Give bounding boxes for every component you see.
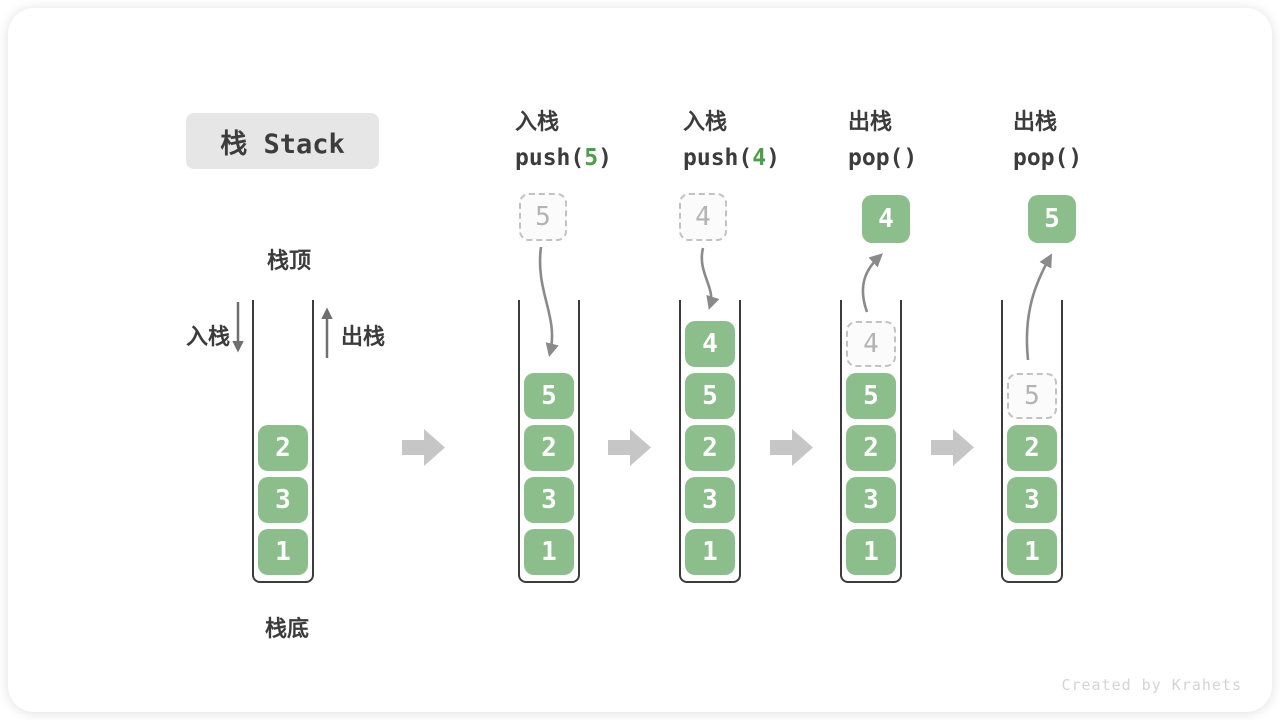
op-push5-code: push(5): [515, 145, 685, 171]
op-push5-code-pre: push(: [515, 145, 585, 171]
stack-item: 2: [685, 425, 735, 471]
stack-item: 2: [258, 425, 308, 471]
op-pop5-code: pop(): [1013, 145, 1083, 171]
stack-item: 5: [846, 373, 896, 419]
stack-item: 1: [1007, 529, 1057, 575]
stack-item: 1: [524, 529, 574, 575]
stack-item: 2: [524, 425, 574, 471]
stack-container-after-pop5: [1001, 300, 1063, 583]
op-pop4-code: pop(): [848, 145, 918, 171]
stack-item: 3: [524, 477, 574, 523]
stack-container-after-pop4: [840, 300, 902, 583]
pop5-popped-value: 5: [1028, 195, 1076, 243]
stack-container-after-push5: [518, 300, 580, 583]
pop-side-label: 出栈: [341, 324, 386, 349]
stack-item: 3: [846, 477, 896, 523]
push5-incoming-value: 5: [519, 193, 567, 241]
op-pop5: 出栈 pop(): [1013, 104, 1183, 171]
stack-item: 3: [1007, 477, 1057, 523]
op-push5: 入栈 push(5): [515, 104, 685, 171]
stack-item-ghost: 4: [846, 321, 896, 367]
op-pop4: 出栈 pop(): [848, 104, 1018, 171]
stack-item: 3: [685, 477, 735, 523]
stack-item: 5: [685, 373, 735, 419]
diagram-title: 栈 Stack: [186, 113, 379, 169]
stack-item: 3: [258, 477, 308, 523]
op-pop5-name: 出栈: [1013, 109, 1058, 134]
push4-incoming-value: 4: [679, 193, 727, 241]
op-push4-code-pre: push(: [683, 145, 753, 171]
op-pop4-name: 出栈: [848, 109, 893, 134]
stack-item: 1: [685, 529, 735, 575]
op-push5-name: 入栈: [515, 109, 560, 134]
stack-bottom-label: 栈底: [264, 616, 309, 641]
op-push5-code-post: ): [598, 145, 612, 171]
stack-item-ghost: 5: [1007, 373, 1057, 419]
op-push4: 入栈 push(4): [683, 104, 853, 171]
op-push4-name: 入栈: [683, 109, 728, 134]
stack-item: 2: [846, 425, 896, 471]
stack-item: 5: [524, 373, 574, 419]
pop4-popped-value: 4: [862, 195, 910, 243]
stack-top-label: 栈顶: [266, 248, 311, 273]
stack-item: 4: [685, 321, 735, 367]
op-push4-code-post: ): [766, 145, 780, 171]
push-side-label: 入栈: [186, 324, 231, 349]
op-push4-code: push(4): [683, 145, 853, 171]
op-push5-code-arg: 5: [584, 145, 599, 171]
stack-item: 1: [846, 529, 896, 575]
stack-item: 1: [258, 529, 308, 575]
watermark: Created by Krahets: [1061, 676, 1242, 694]
op-push4-code-arg: 4: [752, 145, 767, 171]
stack-item: 2: [1007, 425, 1057, 471]
stack-container-initial: [252, 300, 314, 583]
stack-container-after-push4: [679, 300, 741, 583]
